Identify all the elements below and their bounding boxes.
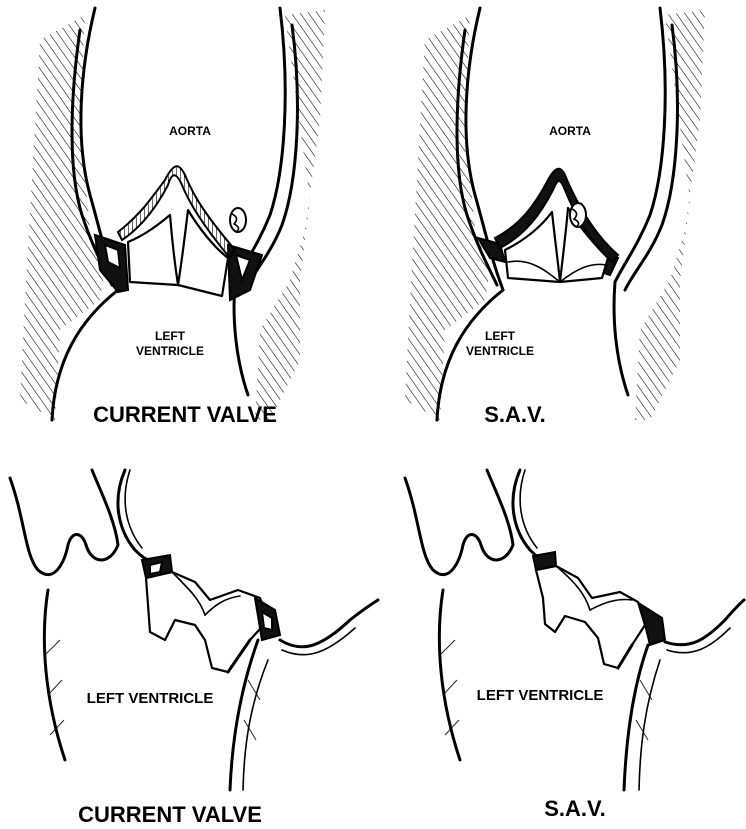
left-ventricle-label-line2: VENTRICLE	[136, 344, 204, 358]
aortic-wall-left-hatching	[405, 15, 490, 420]
aorta-wall-right	[615, 8, 665, 282]
aortic-root	[513, 470, 553, 561]
panel-top-right: AORTA LEFT VENTRICLE S.A.V.	[405, 8, 705, 427]
aorta-label: AORTA	[549, 124, 591, 138]
ventricle-wall-right	[624, 645, 648, 790]
outflow-vessel	[665, 600, 744, 645]
panel-bottom-right: LEFT VENTRICLE S.A.V.	[405, 470, 744, 821]
left-ventricle-label: LEFT VENTRICLE	[477, 687, 604, 704]
aortic-wall-right-hatching	[635, 10, 705, 420]
outflow-vessel	[280, 600, 378, 647]
aortic-wall-right-hatching	[255, 10, 325, 420]
valve-housing	[146, 572, 268, 672]
aortic-wall-left-hatching	[20, 15, 105, 420]
panel-caption: S.A.V.	[484, 402, 546, 427]
left-ventricle-label-line1: LEFT	[485, 329, 516, 343]
left-ventricle-label-line1: LEFT	[155, 329, 186, 343]
panel-caption: CURRENT VALVE	[78, 802, 262, 827]
atrium-outline	[10, 470, 118, 575]
aortic-root	[118, 470, 158, 561]
panel-caption: CURRENT VALVE	[93, 402, 277, 427]
panel-caption: S.A.V.	[544, 796, 606, 821]
left-ventricle-label: LEFT VENTRICLE	[87, 690, 214, 707]
left-ventricle-label-line2: VENTRICLE	[466, 344, 534, 358]
ventricle-wall-left	[439, 590, 460, 760]
aorta-wall-right	[235, 8, 285, 282]
panel-bottom-left: LEFT VENTRICLE CURRENT VALVE	[10, 470, 378, 827]
ventricle-wall-left	[44, 590, 65, 760]
atrium-outline	[405, 470, 513, 575]
panel-top-left: AORTA LEFT VENTRICLE CURRENT VALVE	[20, 8, 325, 427]
aorta-label: AORTA	[169, 124, 211, 138]
